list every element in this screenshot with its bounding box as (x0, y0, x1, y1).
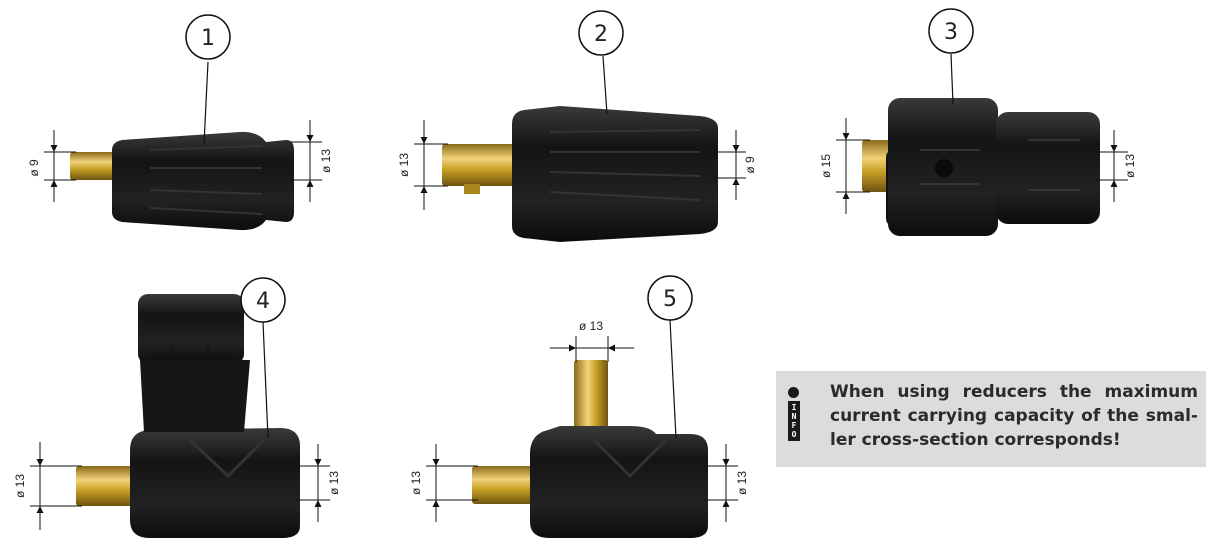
info-icon: I N F O (786, 387, 802, 441)
dimension-right: ø 13 (327, 471, 341, 495)
brass-pin (472, 466, 542, 504)
info-text: When using reducers the maximum current … (830, 382, 1198, 450)
dimension-left: ø 9 (27, 159, 41, 177)
dimension-left: ø 13 (13, 474, 27, 498)
connector-2: 2 ø 13 ø 9 (397, 10, 757, 242)
connector-body (130, 428, 300, 538)
info-letter: O (791, 430, 797, 439)
info-letter: I (791, 403, 797, 412)
info-tag: I N F O (788, 401, 800, 441)
dimension-left: ø 13 (397, 153, 411, 177)
dimension-top: ø 13 (579, 319, 603, 333)
info-letter: N (791, 412, 797, 421)
dimension-left: ø 15 (819, 154, 833, 178)
callout-circle (185, 14, 231, 60)
callout-number: 3 (944, 20, 958, 45)
dimension-right: ø 9 (743, 156, 757, 174)
dimension-left: ø 13 (409, 471, 423, 495)
callout-circle (578, 10, 624, 56)
brass-pin (70, 152, 120, 180)
brass-pin (442, 144, 522, 186)
connector-3: 3 ø 15 ø 13 (819, 8, 1137, 236)
brass-pin (76, 466, 142, 506)
callout-number: 5 (663, 287, 677, 312)
callout-circle (240, 277, 286, 323)
info-box: I N F O When using reducers the maximum … (776, 371, 1206, 467)
brass-pin-top (574, 360, 608, 434)
callout-number: 4 (256, 289, 270, 314)
connector-5: 5 ø 13 ø 13 ø 13 (409, 275, 749, 538)
connector-4: 4 ø 13 ø 13 ø 13 (13, 277, 341, 538)
connector-body (112, 131, 294, 231)
callout-circle (647, 275, 693, 321)
connector-1: 1 ø 9 ø 13 (27, 14, 333, 231)
dimension-right: ø 13 (1123, 154, 1137, 178)
callout-number: 1 (201, 26, 215, 51)
connector-body (530, 426, 708, 538)
dimension-right: ø 13 (735, 471, 749, 495)
callout-circle (928, 8, 974, 54)
callout-number: 2 (594, 22, 608, 47)
dimension-right: ø 13 (319, 149, 333, 173)
info-dot (788, 387, 799, 398)
dimension-top: ø 13 (178, 329, 202, 343)
info-letter: F (791, 421, 797, 430)
